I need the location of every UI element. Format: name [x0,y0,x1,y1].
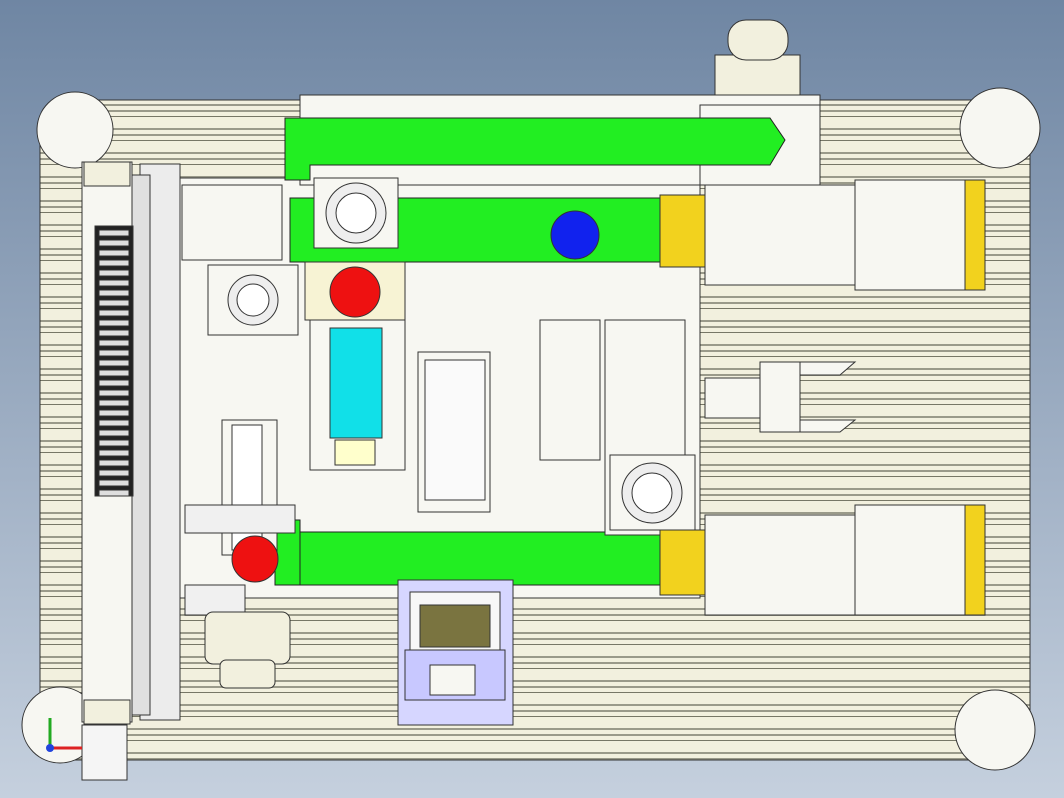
cable-chain-link [98,229,130,237]
cable-chain-links [98,229,130,497]
cable-chain-link [98,389,130,397]
blue-sensor [550,210,600,260]
green-top-arm [284,117,786,181]
left-linear-axis [81,161,181,781]
olive-block [419,604,491,648]
middle-claw [704,361,857,433]
cable-chain-link [98,309,130,317]
corner-foot-bottom-right [954,689,1036,771]
cable-chain-link [98,479,130,487]
bottom-tray [397,579,514,726]
cable-chain-link [98,399,130,407]
cable-chain-link [98,439,130,447]
corner-foot-top-left [36,91,114,169]
cable-chain-link [98,449,130,457]
cable-chain-link [98,469,130,477]
cable-chain-link [98,329,130,337]
cable-chain-link [98,369,130,377]
corner-foot-top-right [959,87,1041,169]
cable-chain-link [98,239,130,247]
red-sensor-bottom [231,535,279,583]
cable-chain-link [98,379,130,387]
bearing-top-left [313,177,399,249]
cable-chain-link [98,429,130,437]
cable-chain-link [98,279,130,287]
cable-chain-link [98,299,130,307]
cable-chain-link [98,419,130,427]
cable-chain-link [98,409,130,417]
cable-chain-link [98,269,130,277]
cable-chain-link [98,359,130,367]
cable-chain-link [98,349,130,357]
cable-chain-link [98,259,130,267]
cyan-slot [329,327,383,439]
cable-chain-link [98,339,130,347]
bearing-bottom-right [609,454,696,531]
green-bottom-plate [289,531,666,586]
cable-chain-link [98,289,130,297]
top-cylinder [714,19,801,96]
left-carriage-blocks [181,184,299,689]
red-sensor-top [329,266,381,318]
axis-triad [46,718,82,752]
cable-chain-link [98,319,130,327]
gripper-top [659,179,986,291]
cable-chain-link [98,459,130,467]
cable-chain-link [98,249,130,257]
gripper-bottom [659,504,986,616]
cable-chain-link [98,489,130,497]
